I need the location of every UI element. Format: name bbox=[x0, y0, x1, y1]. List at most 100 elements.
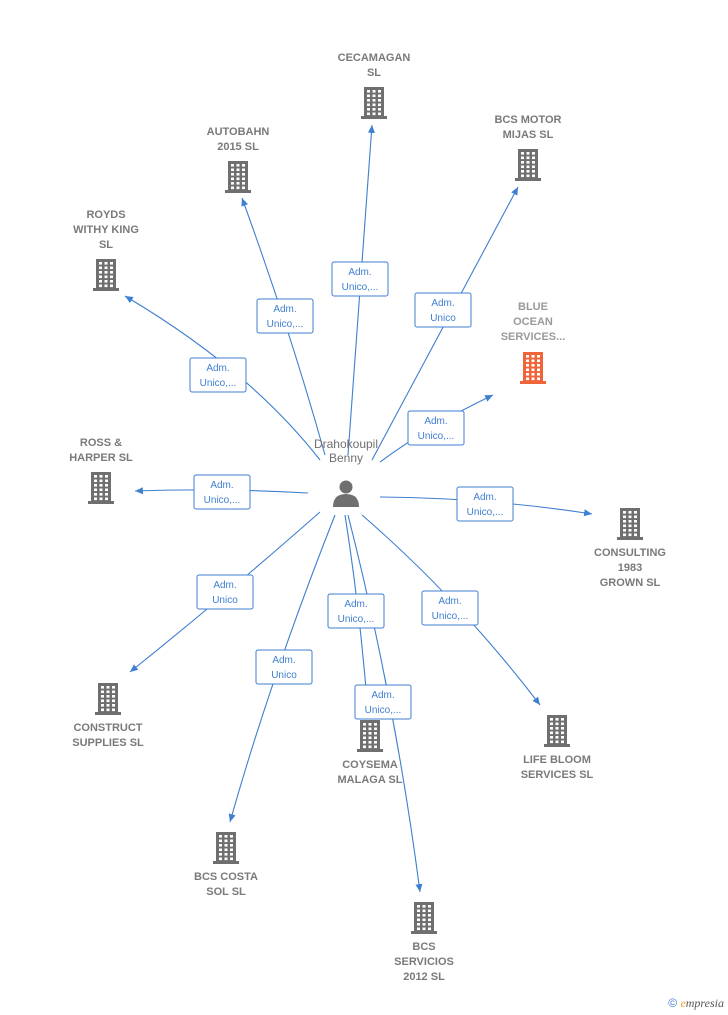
nodes-layer: CECAMAGAN SL BCS MOTOR MIJAS SL AUTOBAHN 2015… bbox=[69, 52, 666, 983]
company-node-autobahn-2015[interactable]: AUTOBAHN 2015 SL bbox=[207, 126, 270, 193]
edge-label-box[interactable] bbox=[331, 261, 389, 297]
edge-label-text: Unico,... bbox=[432, 611, 469, 622]
footer-brand: © empresia bbox=[668, 996, 724, 1011]
company-label: 1983 bbox=[618, 562, 642, 574]
building-icon bbox=[520, 352, 546, 384]
company-node-ross-harper[interactable]: ROSS &HARPER SL bbox=[69, 437, 133, 504]
edge-label-text: Unico,... bbox=[338, 614, 375, 625]
company-label: GROWN SL bbox=[600, 577, 661, 589]
edge-label-text: Adm. bbox=[431, 298, 454, 309]
company-node-coysema-malaga[interactable]: COYSEMA MALAGA SL bbox=[338, 720, 403, 786]
edge-label-text: Adm. bbox=[371, 690, 394, 701]
company-label: 2015 SL bbox=[217, 141, 259, 153]
edge-label-construct-supplies[interactable]: Adm. Unico bbox=[196, 574, 254, 610]
edge-label-box[interactable] bbox=[414, 292, 472, 328]
edge-label-text: Adm. bbox=[438, 596, 461, 607]
edge-label-bcs-servicios-2012[interactable]: Adm. Unico,... bbox=[354, 684, 412, 720]
edge-label-text: Adm. bbox=[473, 492, 496, 503]
company-label: MALAGA SL bbox=[338, 774, 403, 786]
building-icon bbox=[88, 472, 114, 504]
company-label: CONSTRUCT bbox=[73, 722, 142, 734]
edge-label-box[interactable] bbox=[256, 298, 314, 334]
edge-label-text: Unico,... bbox=[467, 507, 504, 518]
company-label: BCS MOTOR bbox=[494, 114, 561, 126]
edge-label-text: Adm. bbox=[213, 580, 236, 591]
building-icon bbox=[544, 715, 570, 747]
company-node-bcs-motor-mijas[interactable]: BCS MOTOR MIJAS SL bbox=[494, 114, 562, 181]
company-label: SOL SL bbox=[206, 886, 246, 898]
company-label: CECAMAGAN bbox=[338, 52, 411, 64]
company-label: WITHY KING bbox=[73, 224, 139, 236]
edge-label-coysema-malaga[interactable]: Adm. Unico,... bbox=[327, 593, 385, 629]
brand-name: mpresia bbox=[685, 996, 724, 1010]
edge-label-text: Adm. bbox=[272, 655, 295, 666]
edge-label-text: Unico,... bbox=[267, 319, 304, 330]
edge-label-text: Adm. bbox=[273, 304, 296, 315]
building-icon bbox=[515, 149, 541, 181]
company-label: SERVICES... bbox=[501, 331, 566, 343]
edge-label-text: Unico bbox=[212, 595, 238, 606]
edge-label-box[interactable] bbox=[354, 684, 412, 720]
edge-label-box[interactable] bbox=[255, 649, 313, 685]
edge-label-royds-withy-king[interactable]: Adm.Unico,... bbox=[189, 357, 247, 393]
person-icon bbox=[333, 480, 359, 507]
company-label: OCEAN bbox=[513, 316, 553, 328]
edge-label-box[interactable] bbox=[196, 574, 254, 610]
edge-label-box[interactable] bbox=[327, 593, 385, 629]
company-node-blue-ocean-services[interactable]: BLUE OCEAN SERVICES... bbox=[501, 301, 566, 384]
company-label: SERVICES SL bbox=[521, 769, 594, 781]
edge-label-text: Adm. bbox=[206, 363, 229, 374]
edge-label-bcs-motor-mijas[interactable]: Adm. Unico bbox=[414, 292, 472, 328]
company-label: 2012 SL bbox=[403, 971, 445, 983]
edge-label-cecamagan[interactable]: Adm. Unico,... bbox=[331, 261, 389, 297]
edge-labels-layer: Adm.Unico,...Adm.UnicoAdm.Unico,...Adm.U… bbox=[189, 261, 514, 720]
building-icon bbox=[95, 683, 121, 715]
edge-label-box[interactable] bbox=[193, 474, 251, 510]
edge-label-text: Adm. bbox=[424, 416, 447, 427]
edge-label-text: Adm. bbox=[344, 599, 367, 610]
company-label: SL bbox=[367, 67, 381, 79]
edge-label-autobahn-2015[interactable]: Adm. Unico,... bbox=[256, 298, 314, 334]
edge-label-bcs-costa-sol[interactable]: Adm.Unico bbox=[255, 649, 313, 685]
company-node-cecamagan[interactable]: CECAMAGAN SL bbox=[338, 52, 411, 119]
company-label: BCS bbox=[412, 941, 435, 953]
company-node-life-bloom-services[interactable]: LIFE BLOOM SERVICES SL bbox=[521, 715, 594, 781]
edge-label-text: Unico,... bbox=[365, 705, 402, 716]
company-label: AUTOBAHN bbox=[207, 126, 270, 138]
company-node-construct-supplies[interactable]: CONSTRUCT SUPPLIES SL bbox=[72, 683, 144, 749]
building-icon bbox=[617, 508, 643, 540]
company-label: MIJAS SL bbox=[503, 129, 554, 141]
building-icon bbox=[357, 720, 383, 752]
edge-label-text: Adm. bbox=[348, 267, 371, 278]
edge-label-ross-harper[interactable]: Adm.Unico,... bbox=[193, 474, 251, 510]
company-node-bcs-servicios-2012[interactable]: BCS SERVICIOS 2012 SL bbox=[394, 902, 454, 983]
company-label: LIFE BLOOM bbox=[523, 754, 591, 766]
edge-label-box[interactable] bbox=[407, 410, 465, 446]
edge-label-life-bloom-services[interactable]: Adm. Unico,... bbox=[421, 590, 479, 626]
edge-label-box[interactable] bbox=[456, 486, 514, 522]
edge-label-blue-ocean-services[interactable]: Adm.Unico,... bbox=[407, 410, 465, 446]
company-label: COYSEMA bbox=[342, 759, 398, 771]
company-label: SUPPLIES SL bbox=[72, 737, 144, 749]
edge-label-text: Unico bbox=[430, 313, 456, 324]
person-name: Drahokoupil bbox=[314, 437, 378, 451]
edge-label-box[interactable] bbox=[421, 590, 479, 626]
company-label: SERVICIOS bbox=[394, 956, 454, 968]
edge-label-text: Unico,... bbox=[342, 282, 379, 293]
company-label: HARPER SL bbox=[69, 452, 133, 464]
person-name: Benny bbox=[329, 451, 363, 465]
edge-label-box[interactable] bbox=[189, 357, 247, 393]
building-icon bbox=[225, 161, 251, 193]
building-icon bbox=[361, 87, 387, 119]
edge-label-consulting-1983-grown[interactable]: Adm. Unico,... bbox=[456, 486, 514, 522]
brand-initial: e bbox=[680, 996, 686, 1010]
edge-label-text: Unico,... bbox=[204, 495, 241, 506]
company-label: BLUE bbox=[518, 301, 548, 313]
building-icon bbox=[93, 259, 119, 291]
company-label: CONSULTING bbox=[594, 547, 666, 559]
